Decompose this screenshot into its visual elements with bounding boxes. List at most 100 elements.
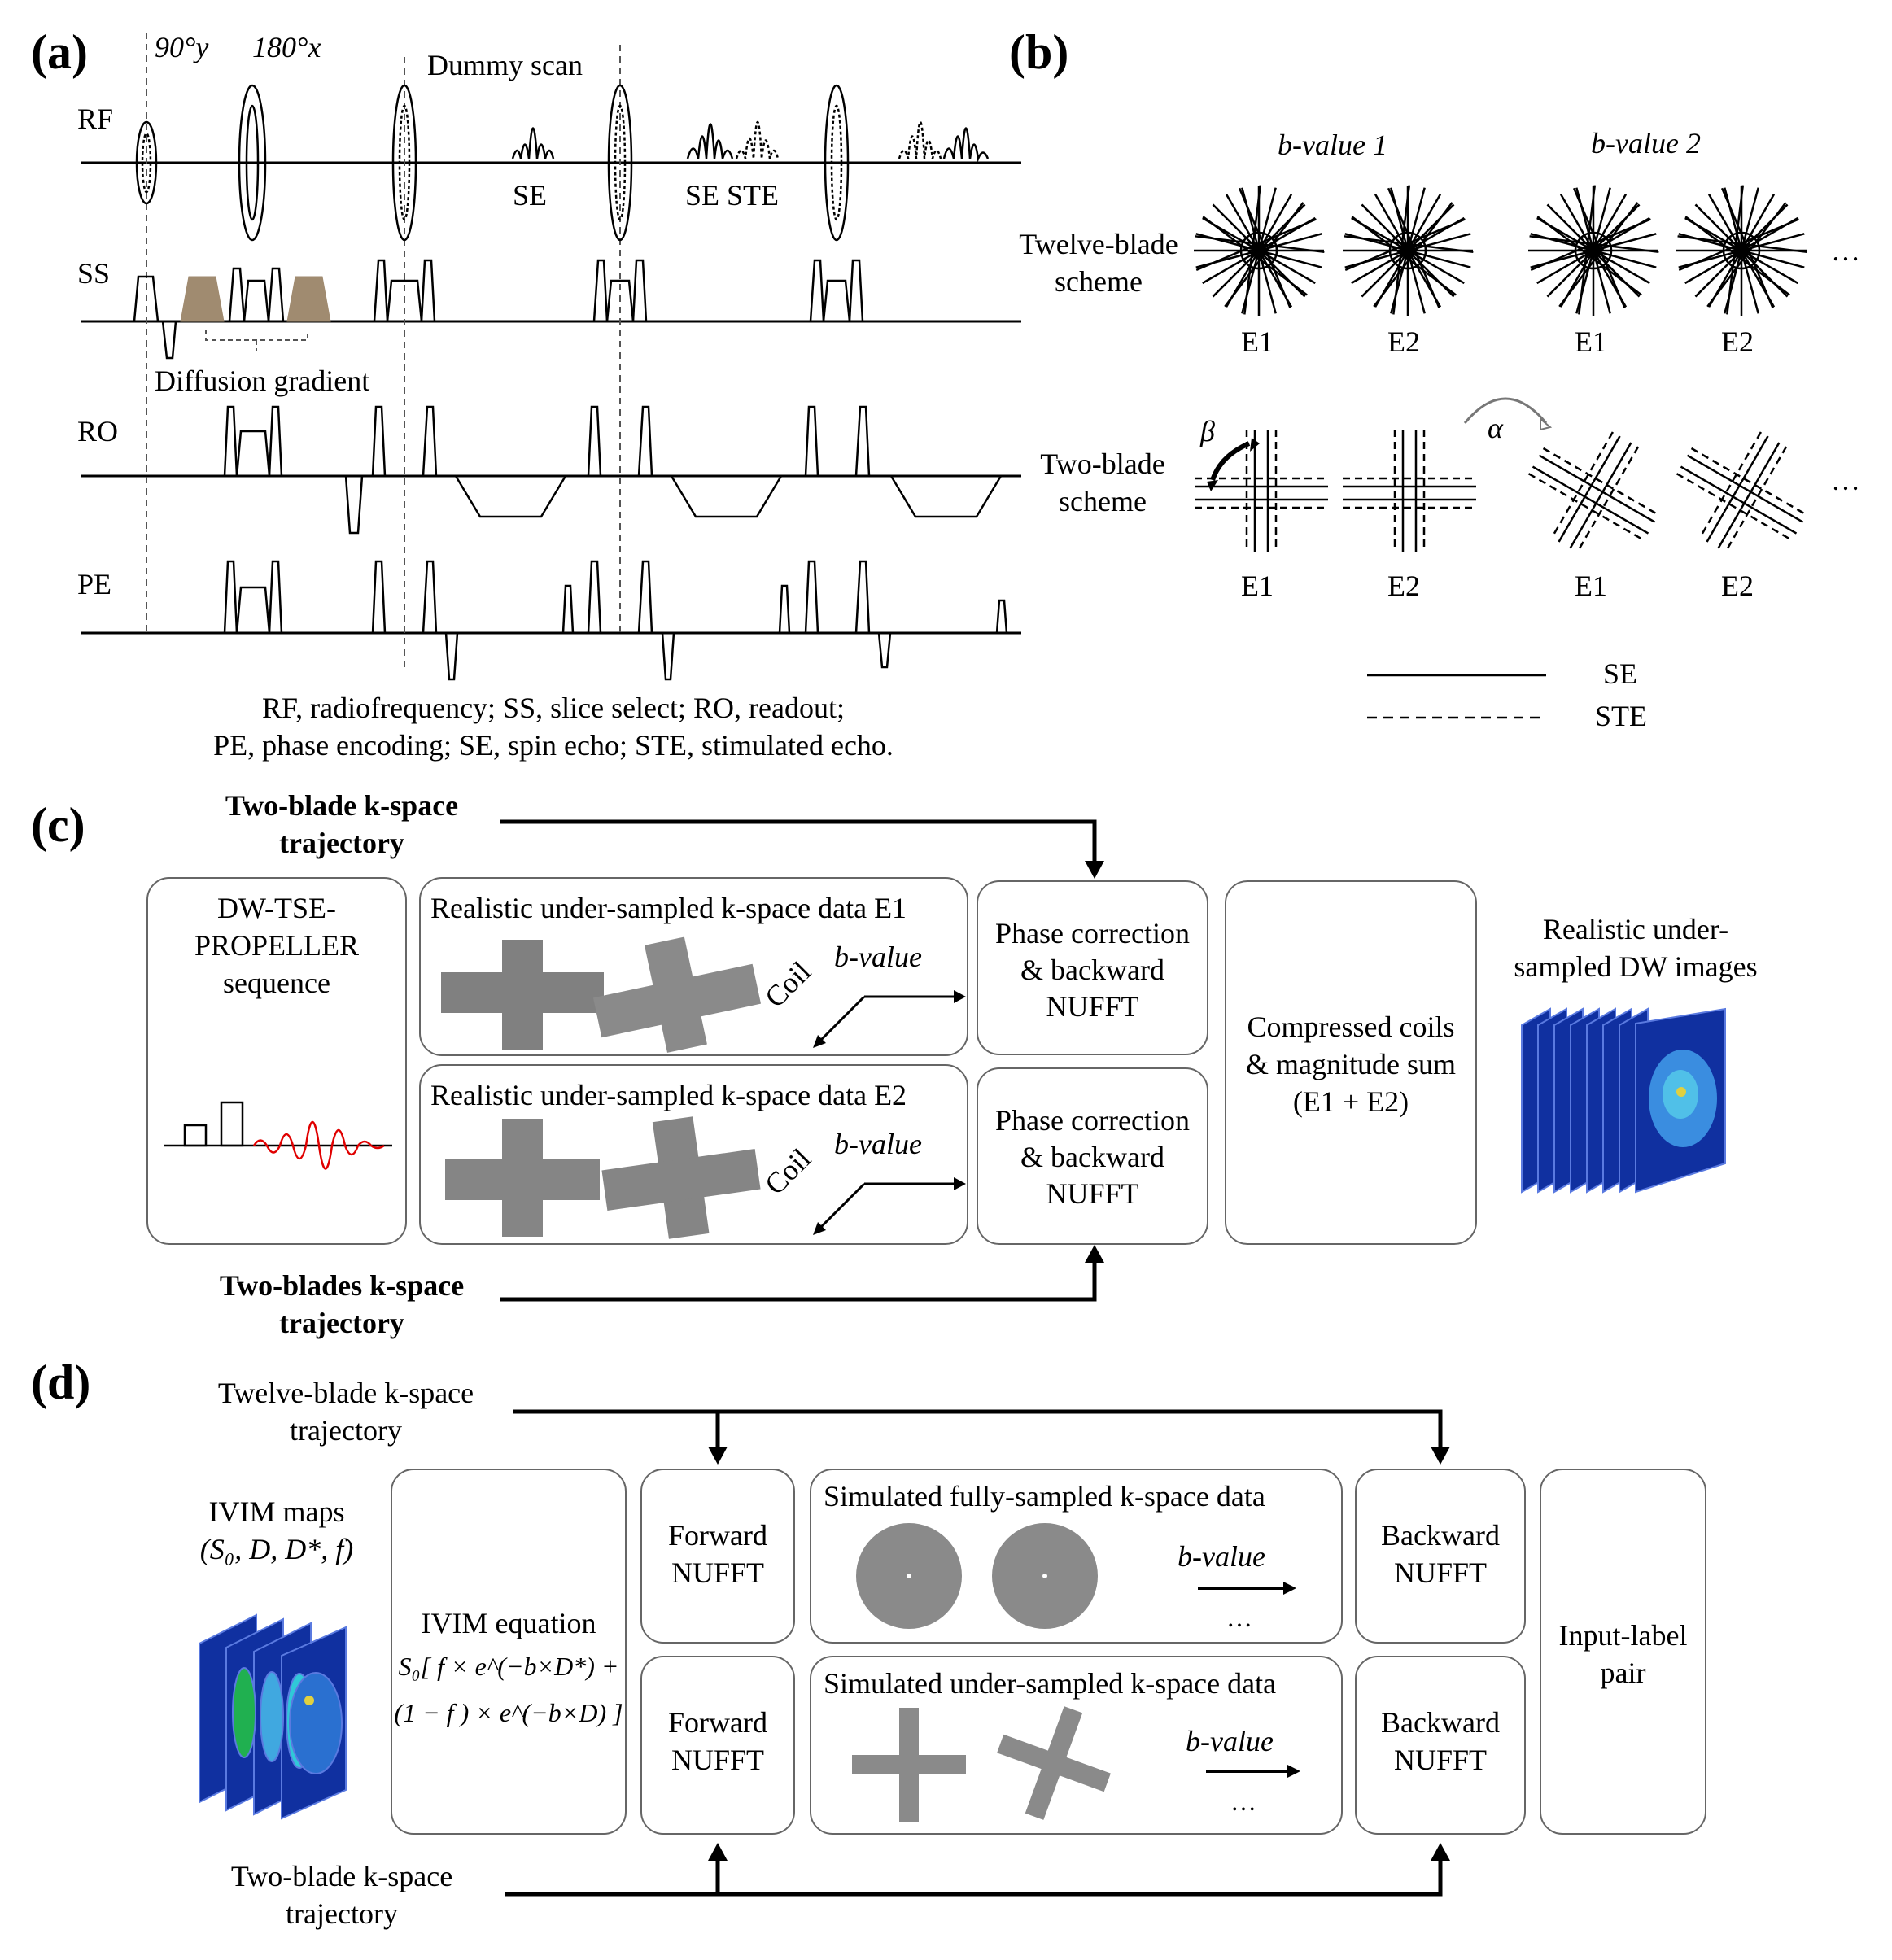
- panel-a-label: (a): [31, 25, 88, 79]
- phase1-line-1: Phase correction: [995, 917, 1190, 949]
- compress-line-1: Compressed coils: [1247, 1011, 1455, 1043]
- panel-b-label: (b): [1009, 25, 1069, 79]
- phase1-line-2: & backward: [1020, 954, 1164, 986]
- echo-se-label: SE: [513, 179, 548, 212]
- bwd2-line-2: NUFFT: [1393, 1744, 1488, 1776]
- twelve-blade-label-1: Twelve-blade: [1019, 228, 1178, 260]
- phase2-line-1: Phase correction: [995, 1104, 1190, 1137]
- bwd1-line-1: Backward: [1381, 1519, 1500, 1552]
- panel-c-label: (c): [31, 798, 85, 852]
- bvalue-2-label: b-value 2: [1591, 127, 1701, 159]
- ivim-maps-line-2: (S₀, D, D*, f): [199, 1533, 354, 1565]
- echo-se-ste-label: SE STE: [685, 179, 780, 212]
- seq-line-1: DW-TSE-: [217, 892, 336, 924]
- under-kspace-dots: …: [1230, 1787, 1256, 1816]
- d-top-trajectory-1: Twelve-blade k-space: [217, 1377, 474, 1409]
- full-kspace-box: Simulated fully-sampled k-space data b-v…: [810, 1469, 1343, 1644]
- pair-line-1: Input-label: [1558, 1619, 1688, 1652]
- e1-label-two-2: E1: [1575, 570, 1607, 602]
- sequence-box: DW-TSE- PROPELLER sequence: [146, 877, 407, 1245]
- c-bottom-trajectory-1: Two-blades k-space: [219, 1269, 465, 1302]
- sequence-schematic: [164, 1101, 392, 1170]
- d-bottom-trajectory-1: Two-blade k-space: [230, 1860, 453, 1892]
- compressed-coils-box: Compressed coils & magnitude sum (E1 + E…: [1225, 880, 1477, 1245]
- phase2-line-2: & backward: [1020, 1141, 1164, 1173]
- dw-image-stack: [1521, 1007, 1726, 1194]
- two-blade-label-1: Two-blade: [1040, 447, 1165, 480]
- full-kspace-bvalue: b-value: [1178, 1540, 1265, 1573]
- e2-label-two-2: E2: [1721, 570, 1754, 602]
- under-kspace-bvalue: b-value: [1186, 1725, 1274, 1757]
- diffusion-gradient-lobes: [180, 276, 331, 322]
- legend-ste-label: STE: [1595, 700, 1648, 732]
- dw-output-line-2: sampled DW images: [1514, 950, 1758, 983]
- d-top-trajectory-2: trajectory: [290, 1414, 402, 1447]
- ivim-equation-box: IVIM equation S₀[ f × e^(−b×D*) + (1 − f…: [391, 1469, 627, 1835]
- bwd1-line-2: NUFFT: [1393, 1556, 1488, 1589]
- bvalue-1-label: b-value 1: [1278, 129, 1387, 161]
- fwd2-line-2: NUFFT: [671, 1744, 765, 1776]
- kspace-e1-title: Realistic under-sampled k-space data E1: [430, 892, 907, 924]
- kspace-e1-images: [441, 936, 966, 1053]
- compress-line-3: (E1 + E2): [1292, 1085, 1409, 1118]
- under-kspace-title: Simulated under-sampled k-space data: [824, 1667, 1277, 1700]
- dummy-scan-label: Dummy scan: [427, 49, 583, 81]
- row-label-ro: RO: [77, 415, 119, 447]
- c-top-trajectory-1: Two-blade k-space: [225, 789, 459, 822]
- e2-label-twelve-1: E2: [1387, 325, 1420, 358]
- dw-output-line-1: Realistic under-: [1542, 913, 1729, 945]
- fwd2-line-1: Forward: [668, 1706, 767, 1739]
- two-blade-label-2: scheme: [1059, 485, 1147, 517]
- e2-label-two-1: E2: [1387, 570, 1420, 602]
- kspace-e2-title: Realistic under-sampled k-space data E2: [430, 1079, 907, 1111]
- legend-line-1: RF, radiofrequency; SS, slice select; RO…: [262, 692, 845, 724]
- row-label-pe: PE: [77, 568, 112, 600]
- ivim-maps-line-1: IVIM maps: [208, 1495, 345, 1528]
- ellipsis-two: …: [1831, 464, 1860, 496]
- backward-nufft-box-1: Backward NUFFT: [1355, 1469, 1526, 1644]
- pair-line-2: pair: [1600, 1657, 1646, 1689]
- beta-label: β: [1200, 415, 1215, 447]
- e1-label-two-1: E1: [1241, 570, 1274, 602]
- forward-nufft-box-1: Forward NUFFT: [640, 1469, 795, 1644]
- seq-line-2: PROPELLER: [194, 929, 360, 962]
- compress-line-2: & magnitude sum: [1246, 1048, 1456, 1080]
- fwd1-line-2: NUFFT: [671, 1556, 765, 1589]
- row-label-rf: RF: [77, 103, 114, 135]
- diffusion-gradient-label: Diffusion gradient: [155, 364, 370, 397]
- forward-nufft-box-2: Forward NUFFT: [640, 1656, 795, 1835]
- ivim-eq-line-1: S₀[ f × e^(−b×D*) +: [398, 1652, 619, 1681]
- c-bottom-trajectory-2: trajectory: [279, 1307, 404, 1339]
- blade-schemes: [1192, 184, 1833, 719]
- full-kspace-title: Simulated fully-sampled k-space data: [824, 1480, 1265, 1513]
- kspace-e2-box: Realistic under-sampled k-space data E2 …: [419, 1064, 968, 1245]
- ellipsis-twelve: …: [1831, 234, 1860, 267]
- phase-correction-box-1: Phase correction & backward NUFFT: [977, 880, 1208, 1055]
- kspace-e2-images: [445, 1116, 966, 1239]
- seq-line-3: sequence: [223, 967, 330, 999]
- pulse-90-label: 90°y: [155, 31, 209, 63]
- kspace-e1-bvalue: b-value: [834, 941, 922, 973]
- under-kspace-graphics: …: [852, 1706, 1300, 1822]
- c-top-trajectory-2: trajectory: [279, 827, 404, 859]
- ivim-map-stack: [199, 1613, 347, 1820]
- e2-label-twelve-2: E2: [1721, 325, 1754, 358]
- row-label-ss: SS: [77, 257, 111, 290]
- alpha-label: α: [1488, 412, 1503, 444]
- e1-label-twelve-1: E1: [1241, 325, 1274, 358]
- input-label-pair-box: Input-label pair: [1540, 1469, 1706, 1835]
- kspace-e1-box: Realistic under-sampled k-space data E1 …: [419, 877, 968, 1056]
- d-bottom-trajectory-2: trajectory: [286, 1897, 398, 1930]
- twelve-blade-label-2: scheme: [1055, 265, 1143, 298]
- full-kspace-dots: …: [1226, 1603, 1252, 1632]
- bwd2-line-1: Backward: [1381, 1706, 1500, 1739]
- kspace-e2-bvalue: b-value: [834, 1128, 922, 1160]
- full-kspace-graphics: …: [856, 1523, 1296, 1632]
- phase-correction-box-2: Phase correction & backward NUFFT: [977, 1067, 1208, 1245]
- phase1-line-3: NUFFT: [1046, 990, 1139, 1023]
- e1-label-twelve-2: E1: [1575, 325, 1607, 358]
- fwd1-line-1: Forward: [668, 1519, 767, 1552]
- legend-line-2: PE, phase encoding; SE, spin echo; STE, …: [213, 729, 894, 762]
